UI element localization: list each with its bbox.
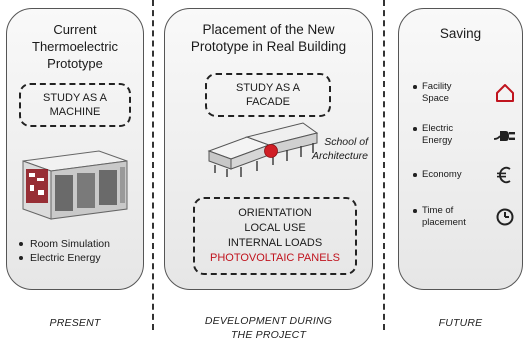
clock-icon — [496, 208, 514, 226]
factor-photovoltaic-panels: PHOTOVOLTAIC PANELS — [210, 252, 340, 264]
future-panel: Saving Facility Space Electric Energy Ec… — [398, 8, 523, 290]
saving-item-label: Time of placement — [413, 205, 482, 229]
house-icon — [496, 84, 514, 102]
factor-orientation: ORIENTATION — [238, 207, 312, 219]
bullet-room-simulation: Room Simulation — [19, 237, 110, 251]
facade-study-box: STUDY AS A FACADE — [205, 73, 331, 117]
present-caption: PRESENT — [49, 317, 101, 329]
factor-internal-loads: INTERNAL LOADS — [227, 237, 323, 249]
factors-box: ORIENTATION LOCAL USE INTERNAL LOADS PHO… — [193, 197, 357, 275]
divider-left — [152, 0, 154, 330]
plug-icon — [493, 131, 515, 141]
future-caption: FUTURE — [438, 317, 483, 329]
prototype-container-image — [22, 150, 128, 220]
present-bullets: Room Simulation Electric Energy — [19, 237, 110, 265]
divider-right — [383, 0, 385, 330]
present-panel: Current Thermoelectric Prototype STUDY A… — [6, 8, 144, 290]
saving-item-label: Facility Space — [413, 81, 482, 105]
development-title: Placement of the New Prototype in Real B… — [190, 22, 347, 54]
present-title: Current Thermoelectric Prototype — [32, 22, 118, 71]
development-panel: Placement of the New Prototype in Real B… — [164, 8, 373, 290]
future-title: Saving — [439, 26, 482, 41]
development-caption: DEVELOPMENT DURING THE PROJECT — [204, 315, 333, 341]
factor-local-use: LOCAL USE — [244, 222, 306, 234]
machine-study-box: STUDY AS A MACHINE — [19, 83, 131, 127]
saving-item-label: Electric Energy — [413, 123, 482, 147]
euro-icon — [497, 166, 511, 184]
bullet-electric-energy: Electric Energy — [19, 251, 110, 265]
building-label: School of Architecture — [312, 136, 369, 162]
building-model-image — [207, 122, 319, 177]
saving-item-label: Economy — [413, 169, 482, 181]
